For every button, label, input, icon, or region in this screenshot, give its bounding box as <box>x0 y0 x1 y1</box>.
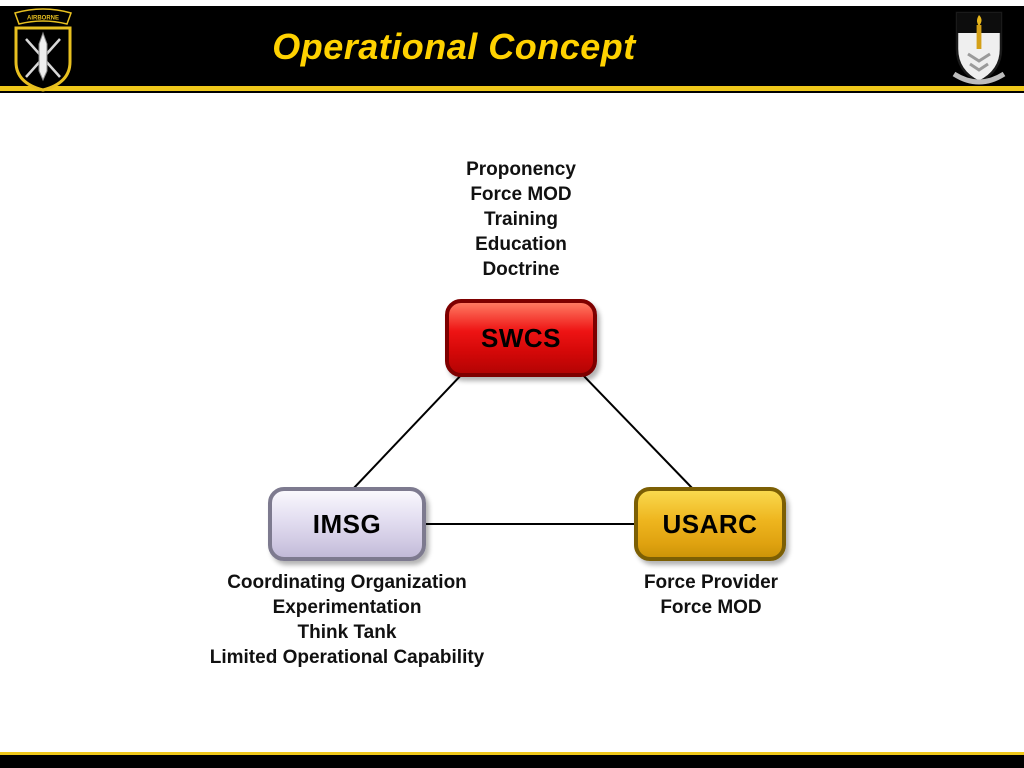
header-accent-stripe <box>0 86 1024 93</box>
imsg-annotations: Coordinating Organization Experimentatio… <box>177 570 517 670</box>
edge-swcs-usarc <box>579 371 695 491</box>
node-swcs-label: SWCS <box>481 322 561 353</box>
annotation-line: Force MOD <box>470 184 572 205</box>
annotation-line: Proponency <box>466 159 576 180</box>
node-usarc-label: USARC <box>662 508 758 539</box>
usarc-annotations: Force Provider Force MOD <box>561 570 861 620</box>
edge-swcs-imsg <box>351 371 465 491</box>
annotation-line: Experimentation <box>272 597 422 618</box>
airborne-patch-icon: AIRBORNE <box>10 3 76 98</box>
annotation-line: Education <box>475 234 567 255</box>
annotation-line: Limited Operational Capability <box>209 647 485 668</box>
node-usarc: USARC <box>634 487 786 561</box>
footer-bar <box>0 755 1024 768</box>
header-bar <box>0 6 1024 86</box>
annotation-line: Coordinating Organization <box>227 572 467 593</box>
annotation-line: Force MOD <box>660 597 762 618</box>
node-imsg: IMSG <box>268 487 426 561</box>
swcs-annotations: Proponency Force MOD Training Education … <box>361 157 681 282</box>
swcs-crest-icon <box>948 8 1010 95</box>
airborne-tab-text: AIRBORNE <box>27 16 59 22</box>
slide-title: Operational Concept <box>272 26 636 67</box>
node-imsg-label: IMSG <box>312 508 382 539</box>
node-swcs: SWCS <box>445 299 597 377</box>
annotation-line: Force Provider <box>643 572 779 593</box>
footer-accent-stripe <box>0 752 1024 755</box>
annotation-line: Training <box>484 209 558 230</box>
annotation-line: Think Tank <box>297 622 397 643</box>
annotation-line: Doctrine <box>482 259 560 280</box>
